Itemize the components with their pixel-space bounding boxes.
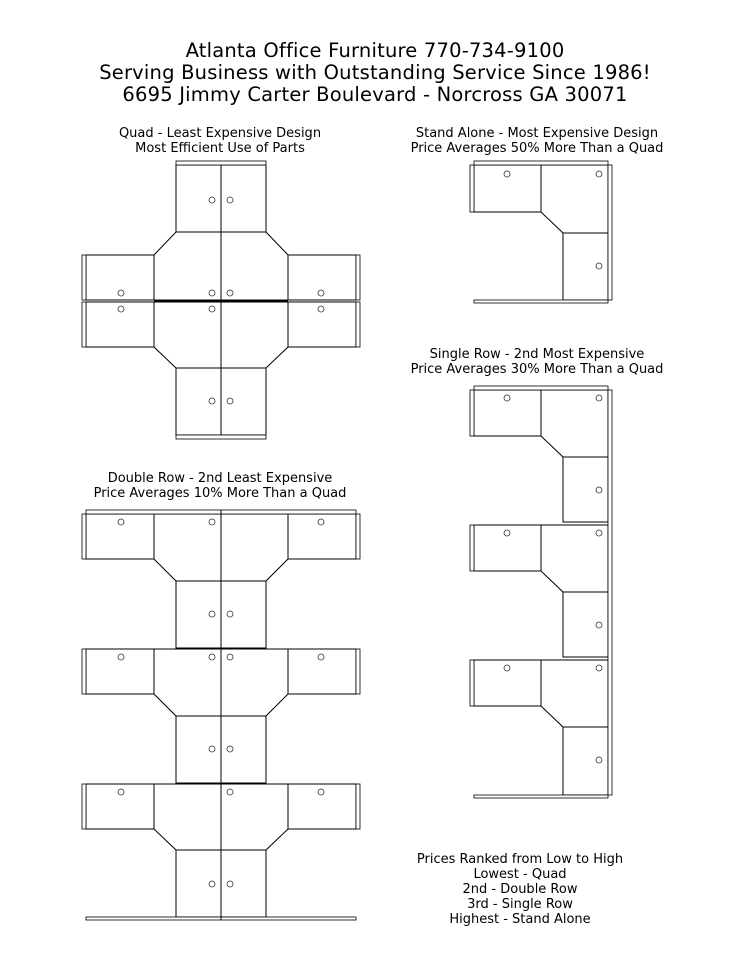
company-header: Atlanta Office Furniture 770-734-9100 Se… xyxy=(0,40,750,106)
quad-subtitle: Most Efficient Use of Parts xyxy=(135,141,305,156)
company-name-phone: Atlanta Office Furniture 770-734-9100 xyxy=(185,39,565,62)
quad-caption: Quad - Least Expensive Design Most Effic… xyxy=(70,126,370,156)
quad-workstations xyxy=(81,160,361,440)
ranking-title: Prices Ranked from Low to High xyxy=(416,852,624,867)
stand-alone-title: Stand Alone - Most Expensive Design xyxy=(415,126,659,141)
double-row-caption: Double Row - 2nd Least Expensive Price A… xyxy=(70,471,370,501)
single-row-title: Single Row - 2nd Most Expensive xyxy=(429,347,645,362)
ranking-item-3: 3rd - Single Row xyxy=(467,897,573,912)
ranking-item-4: Highest - Stand Alone xyxy=(449,912,591,927)
ranking-item-1: Lowest - Quad xyxy=(473,867,567,882)
stand-alone-subtitle: Price Averages 50% More Than a Quad xyxy=(410,141,664,156)
single-row-subtitle: Price Averages 30% More Than a Quad xyxy=(410,362,664,377)
stand-alone-caption: Stand Alone - Most Expensive Design Pric… xyxy=(387,126,687,156)
single-row-workstations xyxy=(469,385,613,799)
stand-alone-workstation xyxy=(469,160,613,304)
double-row-workstations xyxy=(81,509,361,921)
double-row-subtitle: Price Averages 10% More Than a Quad xyxy=(93,486,347,501)
quad-title: Quad - Least Expensive Design xyxy=(118,126,322,141)
company-slogan: Serving Business with Outstanding Servic… xyxy=(99,61,651,84)
double-row-title: Double Row - 2nd Least Expensive xyxy=(107,471,333,486)
ranking-item-2: 2nd - Double Row xyxy=(462,882,578,897)
single-row-caption: Single Row - 2nd Most Expensive Price Av… xyxy=(387,347,687,377)
company-address: 6695 Jimmy Carter Boulevard - Norcross G… xyxy=(122,83,628,106)
price-ranking: Prices Ranked from Low to High Lowest - … xyxy=(395,852,645,927)
